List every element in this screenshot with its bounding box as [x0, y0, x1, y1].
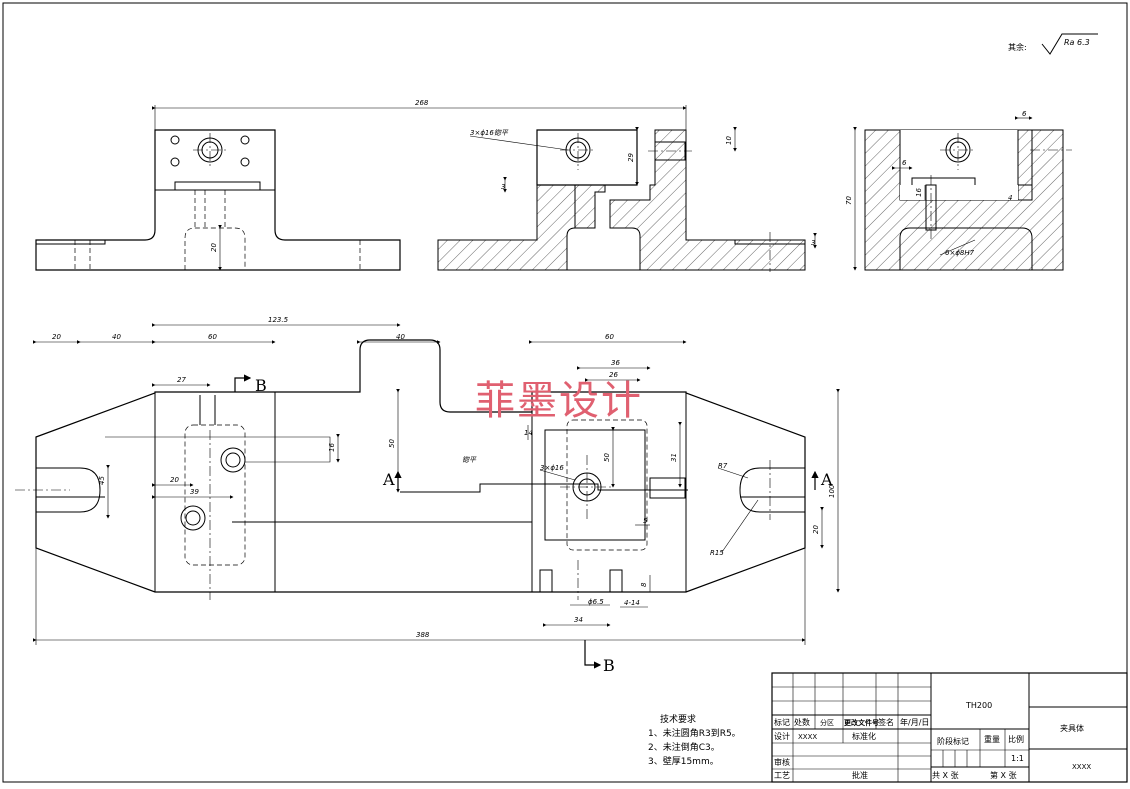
dim-40-mid: 40 — [396, 333, 405, 341]
callout-counterbore: 3×ϕ16锪平 — [470, 129, 509, 137]
dim-slot-4-14: 4-14 — [624, 599, 640, 607]
dim-268: 268 — [415, 99, 429, 107]
watermark: 菲墨设计 — [475, 378, 643, 424]
dim-8: 8 — [640, 582, 648, 587]
dim-14: 14 — [524, 429, 533, 437]
dim-31: 31 — [670, 453, 678, 462]
dim-phi6-5: ϕ6.5 — [588, 598, 604, 606]
dim-70: 70 — [845, 196, 853, 205]
title-block: 标记 处数 分区 更改文件号 签名 年/月/日 设计 XXXX 标准化 审核 工… — [771, 672, 1128, 783]
dim-36: 36 — [611, 359, 620, 367]
tb-change-doc: 更改文件号 — [844, 718, 879, 727]
tb-sheets-total: 共 X 张 — [932, 771, 959, 780]
tb-review: 审核 — [774, 757, 790, 767]
tb-signature: 签名 — [878, 717, 894, 727]
tb-designer: XXXX — [798, 733, 817, 741]
tb-part-name: 夹具体 — [1060, 723, 1084, 733]
section-view-a: 3×ϕ16锪平 29 10 3 3 — [437, 127, 817, 272]
tb-design: 设计 — [774, 731, 790, 741]
technical-requirements: 技术要求 1、未注圆角R3到R5。 2、未注倒角C3。 3、壁厚15mm。 — [648, 713, 741, 769]
dim-50-right: 50 — [603, 453, 611, 462]
tb-weight: 重量 — [984, 734, 1000, 744]
dim-3: 3 — [501, 183, 505, 191]
dim-123-5: 123.5 — [268, 316, 289, 324]
section-a-right: A — [820, 470, 833, 489]
section-b-top: B — [255, 376, 267, 395]
tb-sheet-no: 第 X 张 — [990, 770, 1017, 780]
tb-approve: 批准 — [852, 770, 868, 780]
dim-20-mid: 20 — [170, 476, 179, 484]
dim-40-left: 40 — [112, 333, 121, 341]
dim-5: 5 — [643, 517, 648, 525]
dim-4: 4 — [1008, 194, 1012, 202]
plan-view: 123.5 20 40 60 40 60 36 26 27 16 50 45 2… — [15, 316, 840, 645]
dim-6-left: 6 — [902, 159, 907, 167]
callout-holes-plan: 3×ϕ16 — [540, 464, 564, 472]
label-slot: 锪平 — [462, 456, 477, 464]
tb-process: 工艺 — [774, 771, 790, 780]
tb-zone: 分区 — [820, 718, 834, 727]
dim-16: 16 — [915, 188, 923, 197]
side-section-view: 70 6 6 16 4 6×ϕ8H7 — [845, 110, 1072, 271]
dim-60-left: 60 — [208, 333, 217, 341]
dim-39: 39 — [190, 488, 199, 496]
tb-count: 处数 — [794, 717, 810, 727]
dim-20-left: 20 — [52, 333, 61, 341]
callout-r15: R15 — [710, 549, 724, 557]
tb-date: 年/月/日 — [900, 717, 929, 727]
tb-standardize: 标准化 — [852, 731, 876, 741]
dim-16-mid: 16 — [328, 443, 336, 452]
dim-3-right: 3 — [811, 239, 815, 247]
section-b-bottom: B — [603, 656, 615, 675]
tb-marking: 标记 — [774, 717, 790, 727]
dim-10: 10 — [725, 136, 733, 145]
section-a-left: A — [382, 470, 395, 489]
dim-45: 45 — [98, 476, 106, 485]
dim-29: 29 — [627, 153, 635, 162]
dim-27: 27 — [177, 376, 186, 384]
tb-company: XXXX — [1072, 763, 1091, 771]
surface-finish-symbol: 其余: Ra 6.3 — [1008, 33, 1098, 55]
tb-scale: 1:1 — [1011, 754, 1024, 763]
section-markers: B B A A — [234, 374, 833, 675]
callout-pin-holes: 6×ϕ8H7 — [945, 249, 975, 257]
dim-20-right: 20 — [812, 525, 820, 534]
note-item-3: 3、壁厚15mm。 — [648, 757, 719, 767]
front-view: 268 20 — [35, 99, 687, 271]
tb-part-number: TH200 — [965, 701, 992, 710]
dim-20-top: 20 — [210, 243, 218, 252]
callout-r7: R7 — [718, 462, 728, 470]
tb-scale-label: 比例 — [1008, 734, 1024, 744]
dim-388: 388 — [416, 631, 430, 639]
dim-34: 34 — [574, 616, 583, 624]
note-item-1: 1、未注圆角R3到R5。 — [648, 729, 741, 739]
dim-26: 26 — [609, 371, 618, 379]
dim-60-right: 60 — [605, 333, 614, 341]
dim-100: 100 — [828, 484, 836, 498]
dim-6-top: 6 — [1022, 110, 1027, 118]
surface-finish-prefix: 其余: — [1008, 42, 1027, 52]
notes-title: 技术要求 — [660, 715, 697, 725]
note-item-2: 2、未注倒角C3。 — [648, 743, 720, 753]
tb-stage-mark: 阶段标记 — [937, 736, 969, 746]
surface-finish-value: Ra 6.3 — [1064, 38, 1090, 47]
dim-50: 50 — [388, 439, 396, 448]
